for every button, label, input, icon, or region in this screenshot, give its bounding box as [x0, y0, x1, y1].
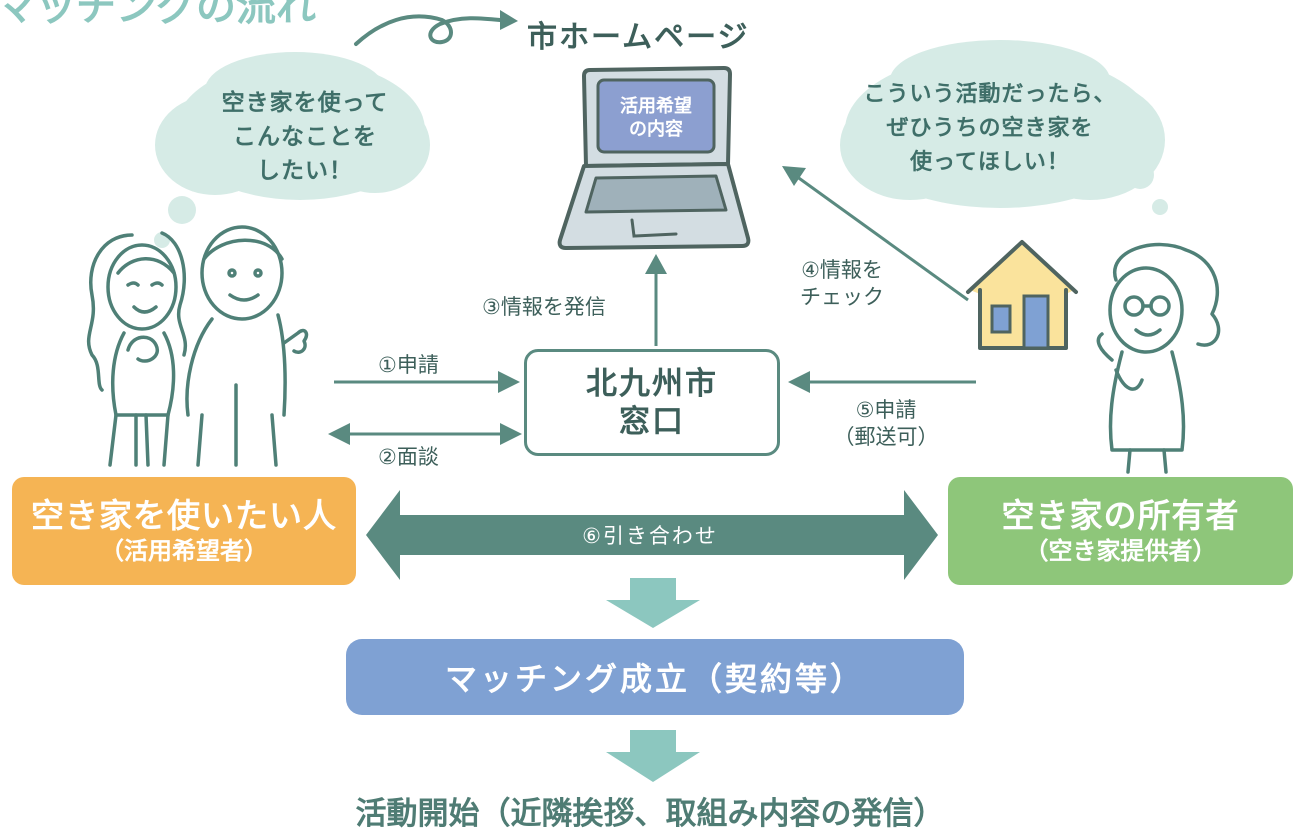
laptop-icon: [557, 66, 751, 250]
matching-label: マッチング成立（契約等）: [444, 660, 865, 698]
step1-label: ①申請: [378, 353, 439, 377]
house-icon: [966, 240, 1078, 350]
city-window-line2: 窓口: [619, 403, 685, 440]
applicant-subtitle: （活用希望者）: [100, 537, 268, 565]
owner-box: 空き家の所有者 （空き家提供者）: [948, 477, 1293, 585]
owner-subtitle: （空き家提供者）: [1024, 537, 1217, 565]
owner-illustration: [1096, 242, 1221, 474]
city-window-line1: 北九州市: [586, 365, 718, 402]
applicant-box: 空き家を使いたい人 （活用希望者）: [12, 477, 356, 585]
swoosh-arrow-icon: [354, 10, 518, 46]
matching-box: マッチング成立（契約等）: [346, 639, 964, 715]
thought-bubble-left: [154, 52, 430, 248]
step4-label: ④情報を チェック: [800, 258, 884, 309]
city-window-box: 北九州市 窓口: [524, 349, 780, 456]
step3-label: ③情報を発信: [482, 295, 606, 319]
step2-label: ②面談: [378, 445, 439, 469]
laptop-screen-text: 活用希望 の内容: [620, 96, 692, 140]
right-bubble-text: こういう活動だったら、 ぜひうちの空き家を 使ってほしい！: [863, 82, 1117, 175]
step5-label: ⑤申請 （郵送可）: [833, 398, 939, 449]
step6-label: ⑥引き合わせ: [582, 524, 718, 548]
activity-start-label: 活動開始（近隣挨拶、取組み内容の発信）: [355, 795, 945, 832]
thought-bubble-right: [840, 40, 1168, 215]
homepage-label: 市ホームページ: [527, 20, 750, 55]
left-bubble-text: 空き家を使って こんなことを したい！: [221, 90, 389, 184]
owner-title: 空き家の所有者: [1001, 496, 1240, 535]
applicant-title: 空き家を使いたい人: [31, 496, 337, 535]
applicants-illustration: [86, 225, 309, 467]
flow-title: マッチングの流れ: [0, 0, 316, 30]
